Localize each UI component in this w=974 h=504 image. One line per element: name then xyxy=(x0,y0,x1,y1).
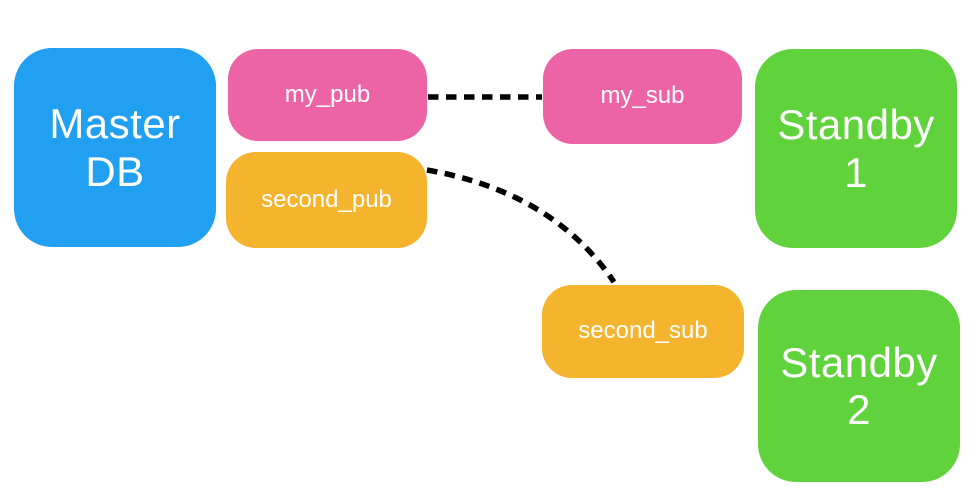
node-master-db: Master DB xyxy=(14,48,216,247)
node-second-pub-label: second_pub xyxy=(261,185,392,213)
node-my-sub-label: my_sub xyxy=(600,82,685,110)
node-second-sub: second_sub xyxy=(542,285,744,378)
node-standby-2-label: Standby 2 xyxy=(780,338,938,433)
node-second-pub: second_pub xyxy=(226,152,427,248)
node-standby-2: Standby 2 xyxy=(758,290,960,482)
node-standby-1-label: Standby 1 xyxy=(777,101,935,196)
node-my-pub-label: my_pub xyxy=(284,80,371,108)
node-my-pub: my_pub xyxy=(228,49,427,141)
node-my-sub: my_sub xyxy=(543,49,742,144)
connector-second-pub-to-second-sub xyxy=(426,167,617,284)
node-standby-1: Standby 1 xyxy=(755,49,957,248)
node-second-sub-label: second_sub xyxy=(578,317,708,345)
node-master-db-label: Master DB xyxy=(49,100,181,195)
